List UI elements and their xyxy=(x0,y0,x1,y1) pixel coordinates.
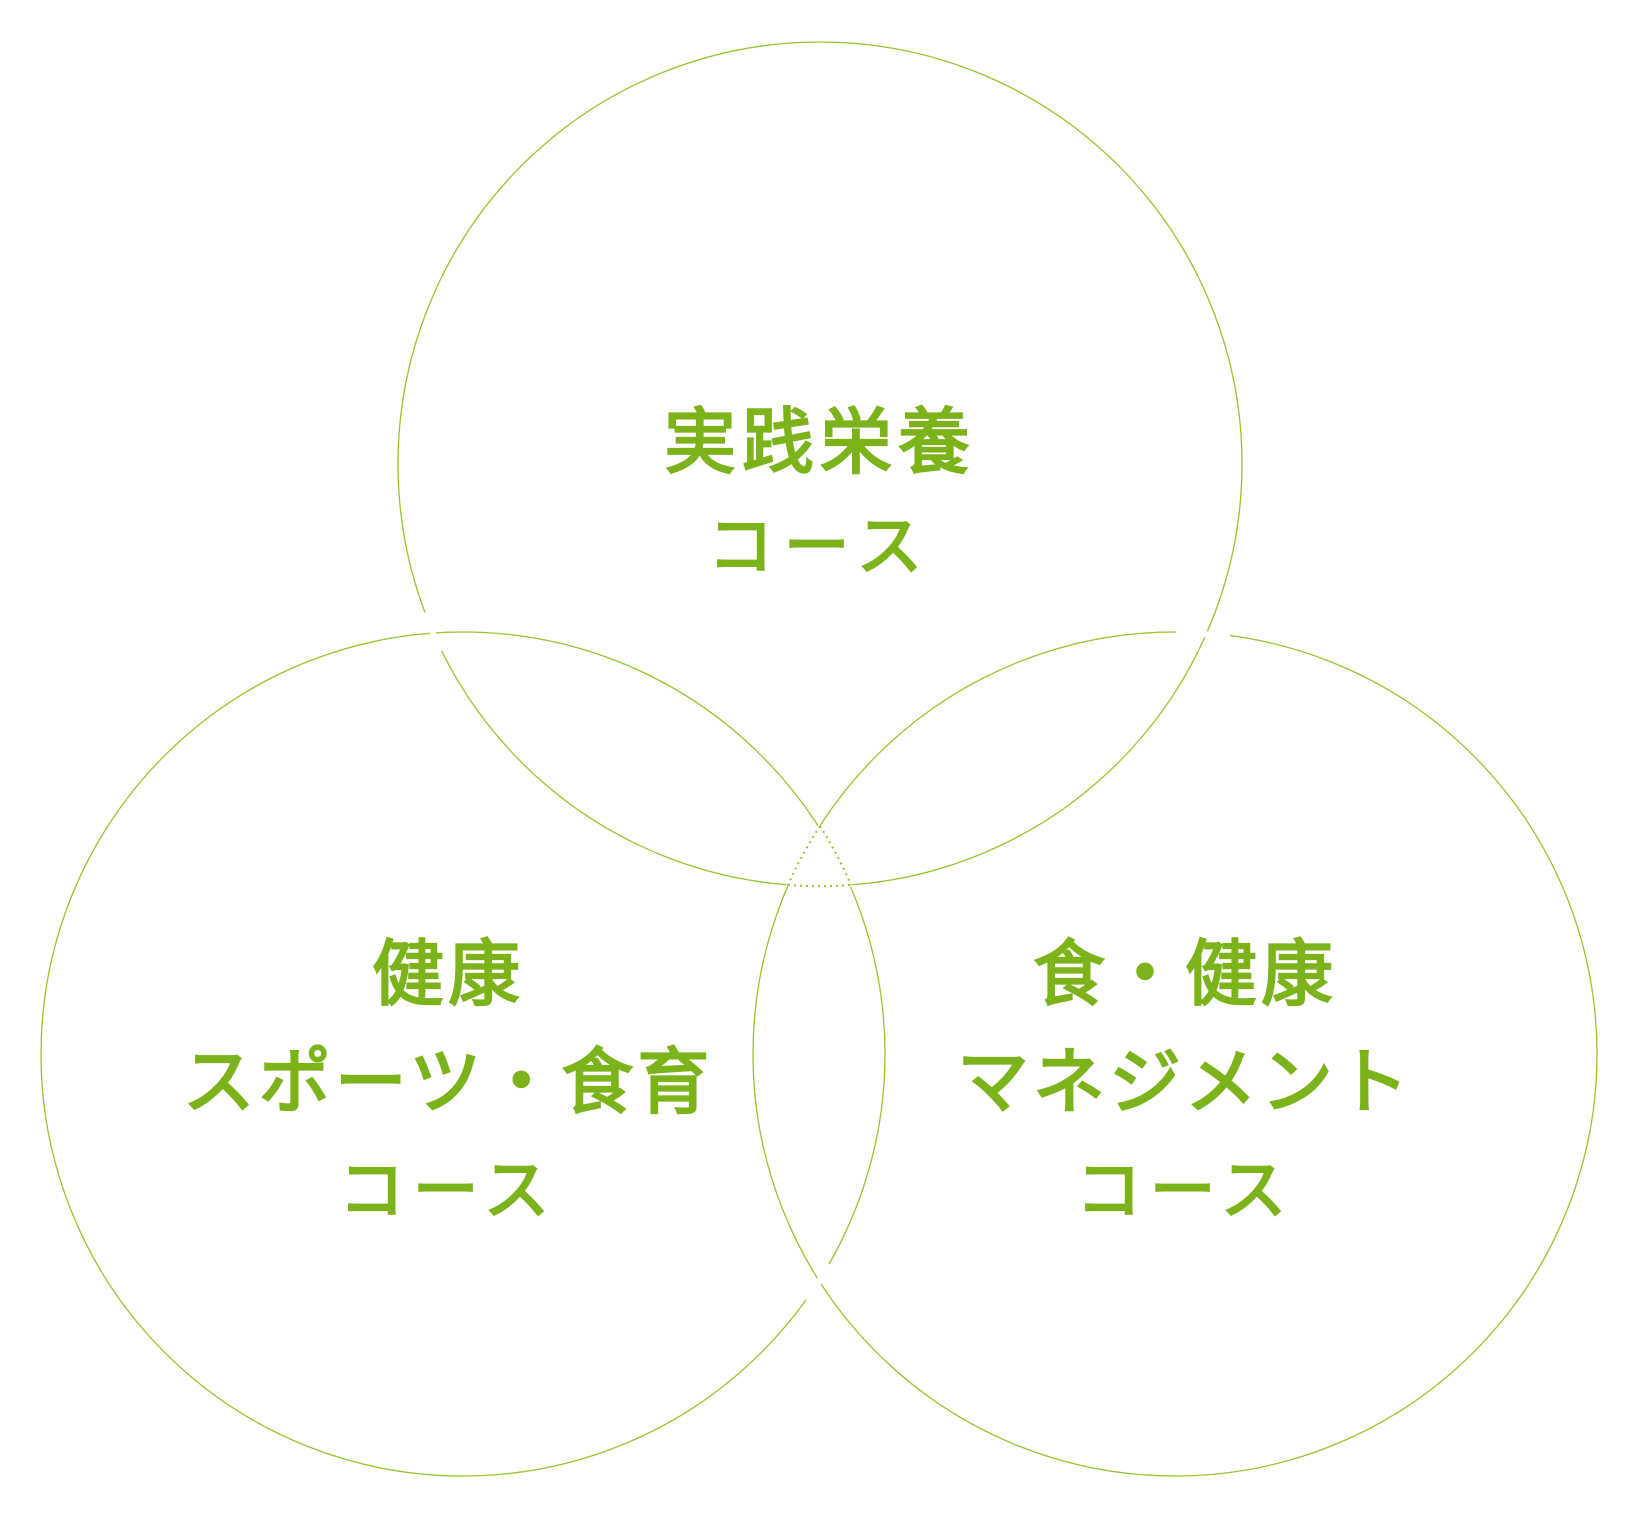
circle-bottom-left xyxy=(40,631,886,1477)
circle-bottom-right xyxy=(752,631,1598,1477)
label-top-line-2: コース xyxy=(707,507,933,585)
label-left-line-1: 健康 xyxy=(371,931,524,1016)
gap-top-left xyxy=(421,611,444,653)
label-top-line-1: 実践栄養 xyxy=(663,399,977,484)
gap-right-top xyxy=(1175,629,1231,639)
label-left-line-2: スポーツ・食育 xyxy=(182,1039,714,1124)
label-left-line-3: コース xyxy=(338,1151,558,1229)
label-right-line-2: マネジメント xyxy=(956,1039,1414,1124)
label-right-line-1: 食・健康 xyxy=(1032,931,1338,1016)
center-overlap-region xyxy=(786,824,853,889)
label-food-health-management-course: 食・健康 マネジメント コース xyxy=(957,920,1413,1244)
gap-left-bottom xyxy=(805,1262,832,1303)
label-practical-nutrition-course: 実践栄養 コース xyxy=(664,390,976,598)
label-health-sports-food-education-course: 健康 スポーツ・食育 コース xyxy=(183,920,714,1244)
label-right-line-3: コース xyxy=(1075,1151,1295,1229)
